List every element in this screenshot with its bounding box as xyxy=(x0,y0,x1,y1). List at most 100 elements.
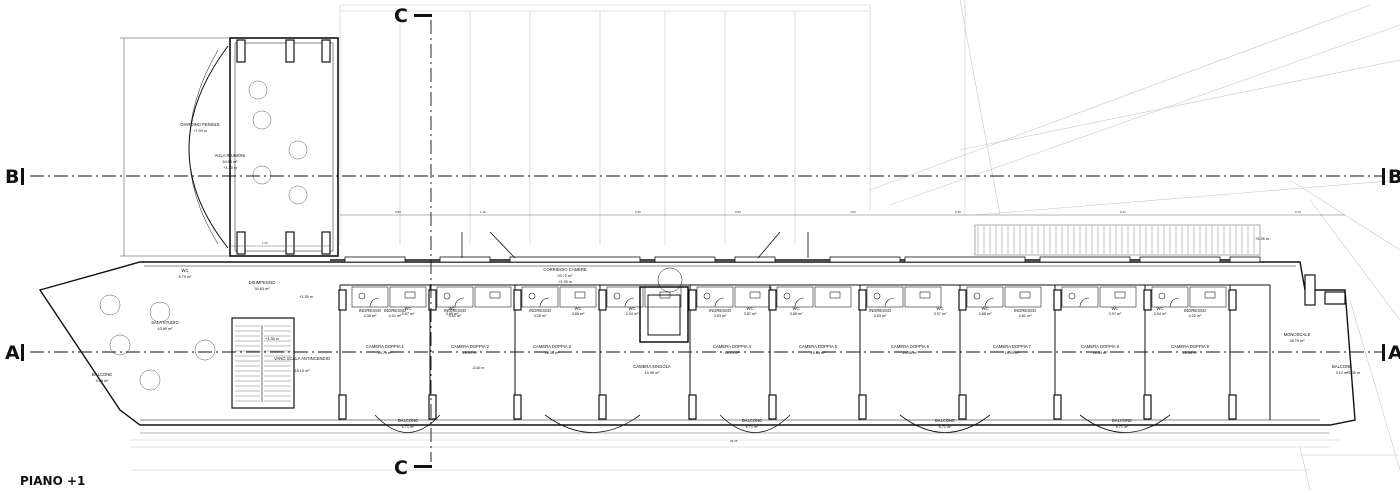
bathroom xyxy=(1061,286,1099,308)
level-mark: +3.35 m xyxy=(1346,371,1360,375)
section-label-a-right: A xyxy=(1388,342,1400,364)
fixture xyxy=(443,292,451,300)
door-swing xyxy=(1079,297,1090,308)
round-table xyxy=(194,339,216,361)
bathroom xyxy=(559,286,597,308)
door-swing xyxy=(454,297,465,308)
window xyxy=(1139,256,1221,263)
ingresso-area: 3.93 m² xyxy=(714,314,728,318)
window xyxy=(1039,256,1131,263)
bathroom xyxy=(1099,286,1137,308)
bathroom xyxy=(866,286,904,308)
ingresso-label: INGRESSO xyxy=(869,308,892,313)
dimension-chain-top xyxy=(140,214,1345,434)
wc-area: 3.97 m² xyxy=(934,312,948,316)
door-swing xyxy=(369,297,380,308)
structural-pillars xyxy=(236,39,1346,420)
level-mark: +3.35 m xyxy=(299,295,313,299)
pillar xyxy=(1228,394,1237,420)
ingresso-label: INGRESSO xyxy=(359,308,382,313)
pillar xyxy=(236,231,246,255)
wc-label: WC xyxy=(629,306,636,311)
wall-jog xyxy=(489,231,516,259)
round-table xyxy=(99,294,121,316)
window xyxy=(1229,256,1261,263)
round-table xyxy=(109,334,131,356)
fixture xyxy=(1114,291,1126,299)
pillar xyxy=(598,394,607,420)
ingresso-label: INGRESSO xyxy=(1014,308,1037,313)
door-swing xyxy=(539,297,550,308)
room-area: 54.95 m² xyxy=(223,160,239,164)
wc-label: WC xyxy=(937,306,944,311)
bathroom xyxy=(474,286,512,308)
ingresso-label: INGRESSO xyxy=(444,308,467,313)
context-lines xyxy=(130,0,1400,491)
room-name: BALCONE xyxy=(1112,418,1132,423)
room-name: VANO SCALA ANTINCENDIO xyxy=(274,356,331,361)
wc-label: WC xyxy=(982,306,989,311)
room-area: 3.12 m² xyxy=(1336,371,1350,375)
section-label-c-top: C xyxy=(394,5,408,27)
fixture xyxy=(489,291,501,299)
pillar xyxy=(1324,291,1346,305)
pillar xyxy=(768,394,777,420)
room-name: CAMERA DOPPIA 8 xyxy=(1081,344,1120,349)
room-name: AULA RIUNIONI xyxy=(215,153,246,158)
room-name: SALA STUDIO xyxy=(151,320,179,325)
room-area: 6.70 m² xyxy=(179,275,193,279)
wc-area: 3.85 m² xyxy=(790,312,804,316)
section-label-b-right: B xyxy=(1388,166,1400,188)
wc-label: WC xyxy=(1157,306,1164,311)
fixture xyxy=(574,291,586,299)
room-area: 18.31 m² xyxy=(463,351,479,355)
round-table xyxy=(288,185,308,205)
room-area: 18.88 m² xyxy=(811,351,827,355)
round-table xyxy=(252,165,272,185)
wc-area: 3.87 m² xyxy=(402,312,416,316)
room-name: GIARDINO PENSILE xyxy=(180,122,220,127)
ingresso-area: 4.22 m² xyxy=(1189,314,1203,318)
room-name: BALCONE xyxy=(935,418,955,423)
dim-label: 4.50 xyxy=(850,210,856,214)
round-table xyxy=(252,110,272,130)
balcony-arc xyxy=(1079,414,1171,433)
bathroom xyxy=(389,286,427,308)
ingresso-label: INGRESSO xyxy=(384,308,407,313)
pillar xyxy=(858,394,867,420)
door-swing xyxy=(884,297,895,308)
room-area: 43.89 m² xyxy=(158,327,174,331)
balcony-arc xyxy=(544,414,641,433)
room-level: +3.35 m xyxy=(558,280,572,284)
fixture xyxy=(528,292,536,300)
room-area: 18.10 m² xyxy=(295,369,311,373)
stair-steps-top xyxy=(977,226,1255,254)
round-table xyxy=(288,140,308,160)
section-marker-c-top xyxy=(414,14,432,17)
room-area: 93.72 m² xyxy=(558,274,574,278)
room-area: 18.48 m² xyxy=(1183,351,1199,355)
bathroom xyxy=(351,286,389,308)
window xyxy=(654,256,716,263)
room-name: CAMERA DOPPIA 3 xyxy=(533,344,572,349)
pillar xyxy=(428,289,437,311)
door-swing xyxy=(714,297,725,308)
room-area: 18.93 m² xyxy=(1005,351,1021,355)
section-marker-b-left xyxy=(21,168,24,185)
section-labels: B B A A C C xyxy=(5,5,1400,479)
room-name: CAMERA DOPPIA 1 xyxy=(366,344,405,349)
room-name: CAMERA DOPPIA 2 xyxy=(451,344,490,349)
window xyxy=(829,256,901,263)
bathroom xyxy=(606,286,644,308)
dim-label: 6.55 xyxy=(635,210,641,214)
room-name: CAMERA DOPPIA 7 xyxy=(993,344,1032,349)
room-area: 18.44 m² xyxy=(1093,351,1109,355)
furniture xyxy=(99,80,308,391)
dim-label: 1.20 xyxy=(262,241,268,245)
wc-label: WC xyxy=(405,306,412,311)
room-labels: GIARDINO PENSILE +7.99 m AULA RIUNIONI 5… xyxy=(92,122,1352,429)
ingresso-label: INGRESSO xyxy=(1184,308,1207,313)
dim-label: 6.80 xyxy=(395,210,401,214)
pillar xyxy=(598,289,607,311)
pillar xyxy=(688,394,697,420)
